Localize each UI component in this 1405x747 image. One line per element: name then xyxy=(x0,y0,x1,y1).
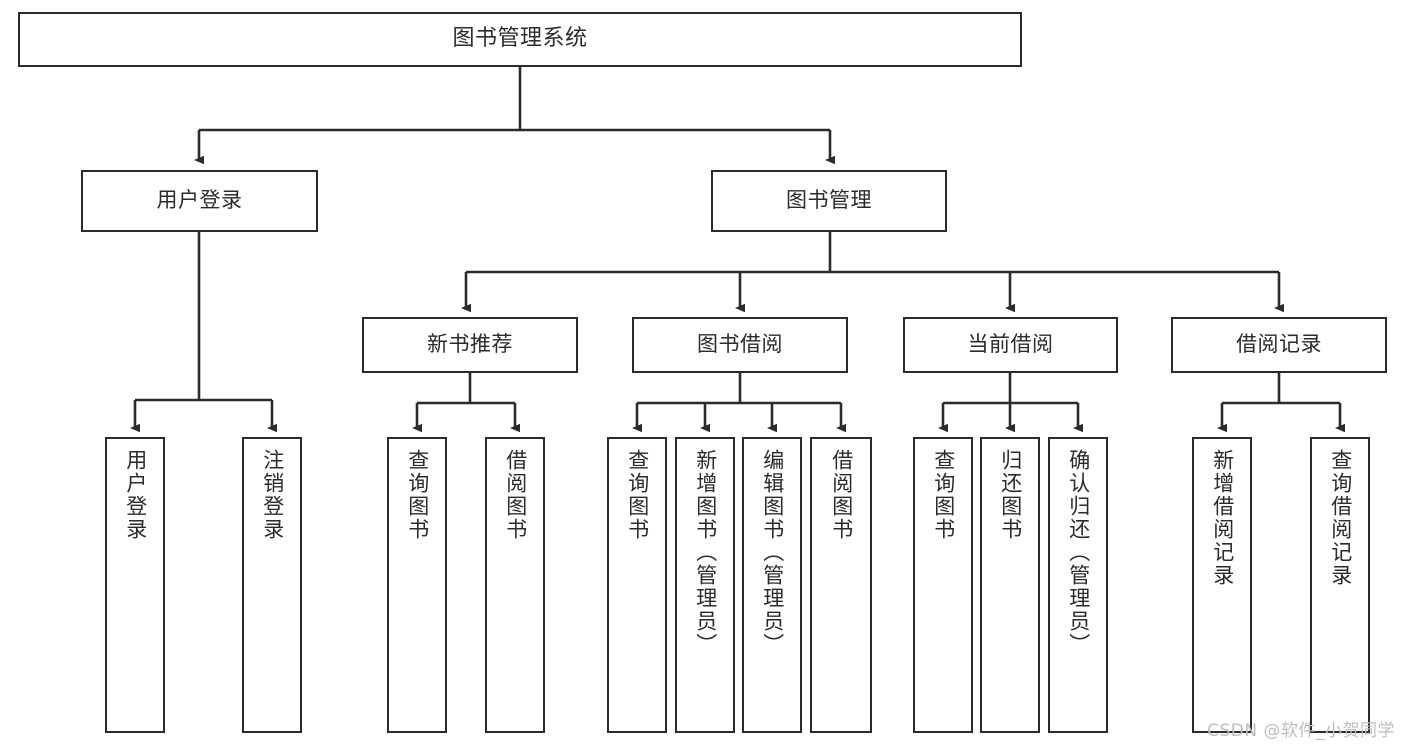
node-label: 图书借阅 xyxy=(697,332,783,357)
node-label: 图书管理 xyxy=(786,188,872,213)
leaf-add-book-admin[interactable]: 新增图书（管理员） xyxy=(675,437,735,733)
node-new-book-recommendation[interactable]: 新书推荐 xyxy=(362,317,578,373)
node-label: 当前借阅 xyxy=(967,332,1054,357)
leaf-borrow-query-books[interactable]: 查询图书 xyxy=(607,437,667,733)
node-label: 新书推荐 xyxy=(427,332,513,357)
leaf-confirm-return-admin[interactable]: 确认归还（管理员） xyxy=(1048,437,1108,733)
leaf-add-borrow-record[interactable]: 新增借阅记录 xyxy=(1192,437,1252,733)
node-label: 新增借阅记录 xyxy=(1210,449,1235,587)
node-label: 确认归还（管理员） xyxy=(1066,449,1091,656)
node-label: 用户登录 xyxy=(156,188,243,213)
node-label: 归还图书 xyxy=(998,449,1023,541)
node-book-borrowing[interactable]: 图书借阅 xyxy=(632,317,848,373)
node-book-management[interactable]: 图书管理 xyxy=(711,170,947,232)
node-label: 图书管理系统 xyxy=(452,26,588,52)
leaf-query-borrow-record[interactable]: 查询借阅记录 xyxy=(1310,437,1370,733)
node-root-system[interactable]: 图书管理系统 xyxy=(18,12,1022,67)
leaf-current-query-books[interactable]: 查询图书 xyxy=(913,437,973,733)
leaf-user-login[interactable]: 用户登录 xyxy=(105,437,165,733)
leaf-new-book-query-books[interactable]: 查询图书 xyxy=(387,437,447,733)
node-label: 查询图书 xyxy=(931,449,956,541)
node-label: 借阅记录 xyxy=(1236,332,1322,357)
node-label: 借阅图书 xyxy=(829,449,854,541)
node-user-login[interactable]: 用户登录 xyxy=(81,170,318,232)
leaf-return-books[interactable]: 归还图书 xyxy=(980,437,1040,733)
leaf-logout[interactable]: 注销登录 xyxy=(242,437,302,733)
node-label: 编辑图书（管理员） xyxy=(760,449,785,656)
node-label: 查询图书 xyxy=(405,449,430,541)
node-label: 借阅图书 xyxy=(503,449,528,541)
node-borrowing-records[interactable]: 借阅记录 xyxy=(1171,317,1387,373)
node-label: 查询借阅记录 xyxy=(1328,449,1353,587)
node-label: 用户登录 xyxy=(123,449,148,541)
node-current-borrowing[interactable]: 当前借阅 xyxy=(903,317,1118,373)
node-label: 查询图书 xyxy=(625,449,650,541)
node-label: 注销登录 xyxy=(260,449,285,541)
leaf-new-book-borrow-books[interactable]: 借阅图书 xyxy=(485,437,545,733)
leaf-borrow-books[interactable]: 借阅图书 xyxy=(810,437,872,733)
node-label: 新增图书（管理员） xyxy=(693,449,718,656)
watermark-text: CSDN @软件_小贺同学 xyxy=(1207,721,1395,741)
leaf-edit-book-admin[interactable]: 编辑图书（管理员） xyxy=(742,437,802,733)
